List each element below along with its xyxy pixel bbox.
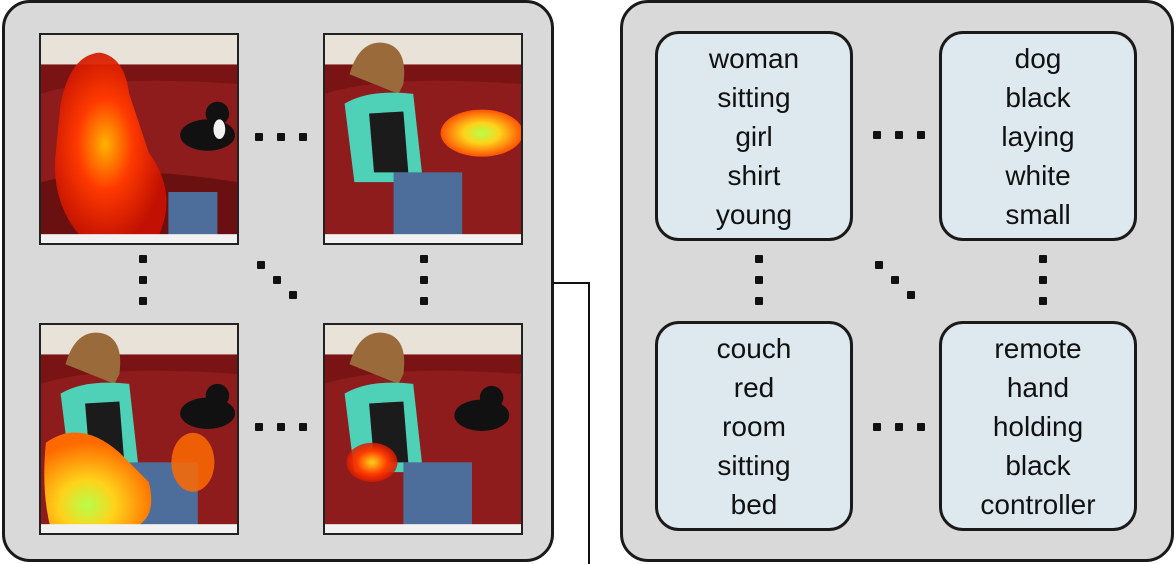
word-card-woman: woman sitting girl shirt young [655,31,853,241]
heatmap-image-dog [323,33,523,245]
word: white [1005,159,1071,191]
ellipsis-diagonal [257,261,301,305]
word: black [1005,81,1071,113]
connector-line [554,282,590,564]
heatmap-image-woman [39,33,239,245]
word: young [715,198,793,230]
word: girl [735,120,773,152]
word: controller [980,488,1096,520]
word-grid-panel: woman sitting girl shirt young dog black… [620,0,1174,562]
ellipsis-horizontal-top [873,131,933,141]
word: remote [994,332,1082,364]
word: red [733,371,775,403]
word: dog [1014,42,1062,74]
heatmap-image-couch [39,323,239,535]
word: small [1005,198,1071,230]
ellipsis-vertical-left [139,255,149,307]
word: bed [730,488,778,520]
ellipsis-diagonal [875,261,919,305]
word-card-couch: couch red room sitting bed [655,321,853,531]
word: hand [1006,371,1070,403]
image-grid-panel [2,0,554,562]
ellipsis-horizontal-bottom [255,423,315,433]
word-card-dog: dog black laying white small [939,31,1137,241]
word: woman [708,42,800,74]
word: sitting [717,449,791,481]
word: holding [992,410,1084,442]
word-card-remote: remote hand holding black controller [939,321,1137,531]
word: black [1005,449,1071,481]
ellipsis-vertical-right [420,255,430,307]
word: couch [716,332,792,364]
word: laying [1001,120,1075,152]
ellipsis-horizontal-bottom [873,423,933,433]
word: sitting [717,81,791,113]
word: room [722,410,786,442]
ellipsis-vertical-right [1039,255,1049,307]
ellipsis-horizontal-top [255,133,315,143]
ellipsis-vertical-left [755,255,765,307]
heatmap-image-remote [323,323,523,535]
word: shirt [727,159,781,191]
